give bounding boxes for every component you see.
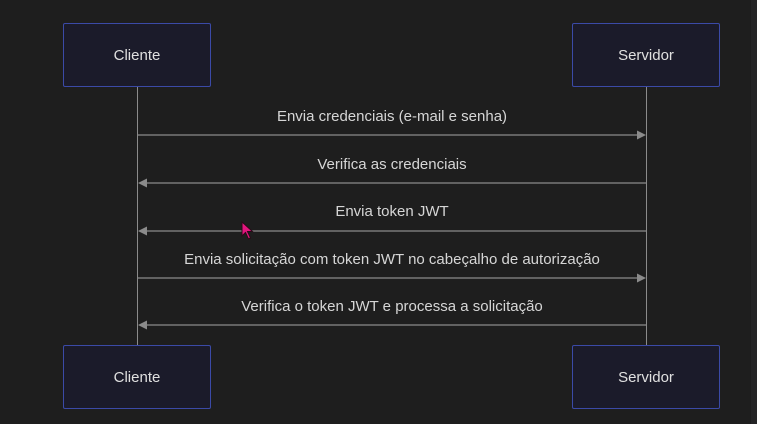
message-arrowhead-2 bbox=[138, 178, 147, 188]
participant-label: Cliente bbox=[113, 368, 161, 386]
window-edge bbox=[751, 0, 757, 424]
message-arrowhead-4 bbox=[637, 273, 646, 283]
message-label-5: Verifica o token JWT e processa a solici… bbox=[241, 298, 543, 315]
participant-label: Servidor bbox=[618, 368, 674, 386]
message-label-1: Envia credenciais (e-mail e senha) bbox=[276, 108, 508, 125]
message-arrowhead-3 bbox=[138, 226, 147, 236]
participant-server-bottom: Servidor bbox=[572, 345, 720, 409]
lifeline-client bbox=[137, 87, 138, 345]
lifeline-server bbox=[646, 87, 647, 345]
participant-client-top: Cliente bbox=[63, 23, 211, 87]
participant-label: Cliente bbox=[113, 46, 161, 64]
participant-client-bottom: Cliente bbox=[63, 345, 211, 409]
message-label-3: Envia token JWT bbox=[335, 203, 449, 220]
message-label-2: Verifica as credenciais bbox=[317, 156, 467, 173]
mouse-pointer-icon bbox=[241, 221, 254, 240]
message-arrowhead-5 bbox=[138, 320, 147, 330]
participant-server-top: Servidor bbox=[572, 23, 720, 87]
message-arrowhead-1 bbox=[637, 130, 646, 140]
message-label-4: Envia solicitação com token JWT no cabeç… bbox=[184, 251, 600, 268]
participant-label: Servidor bbox=[618, 46, 674, 64]
